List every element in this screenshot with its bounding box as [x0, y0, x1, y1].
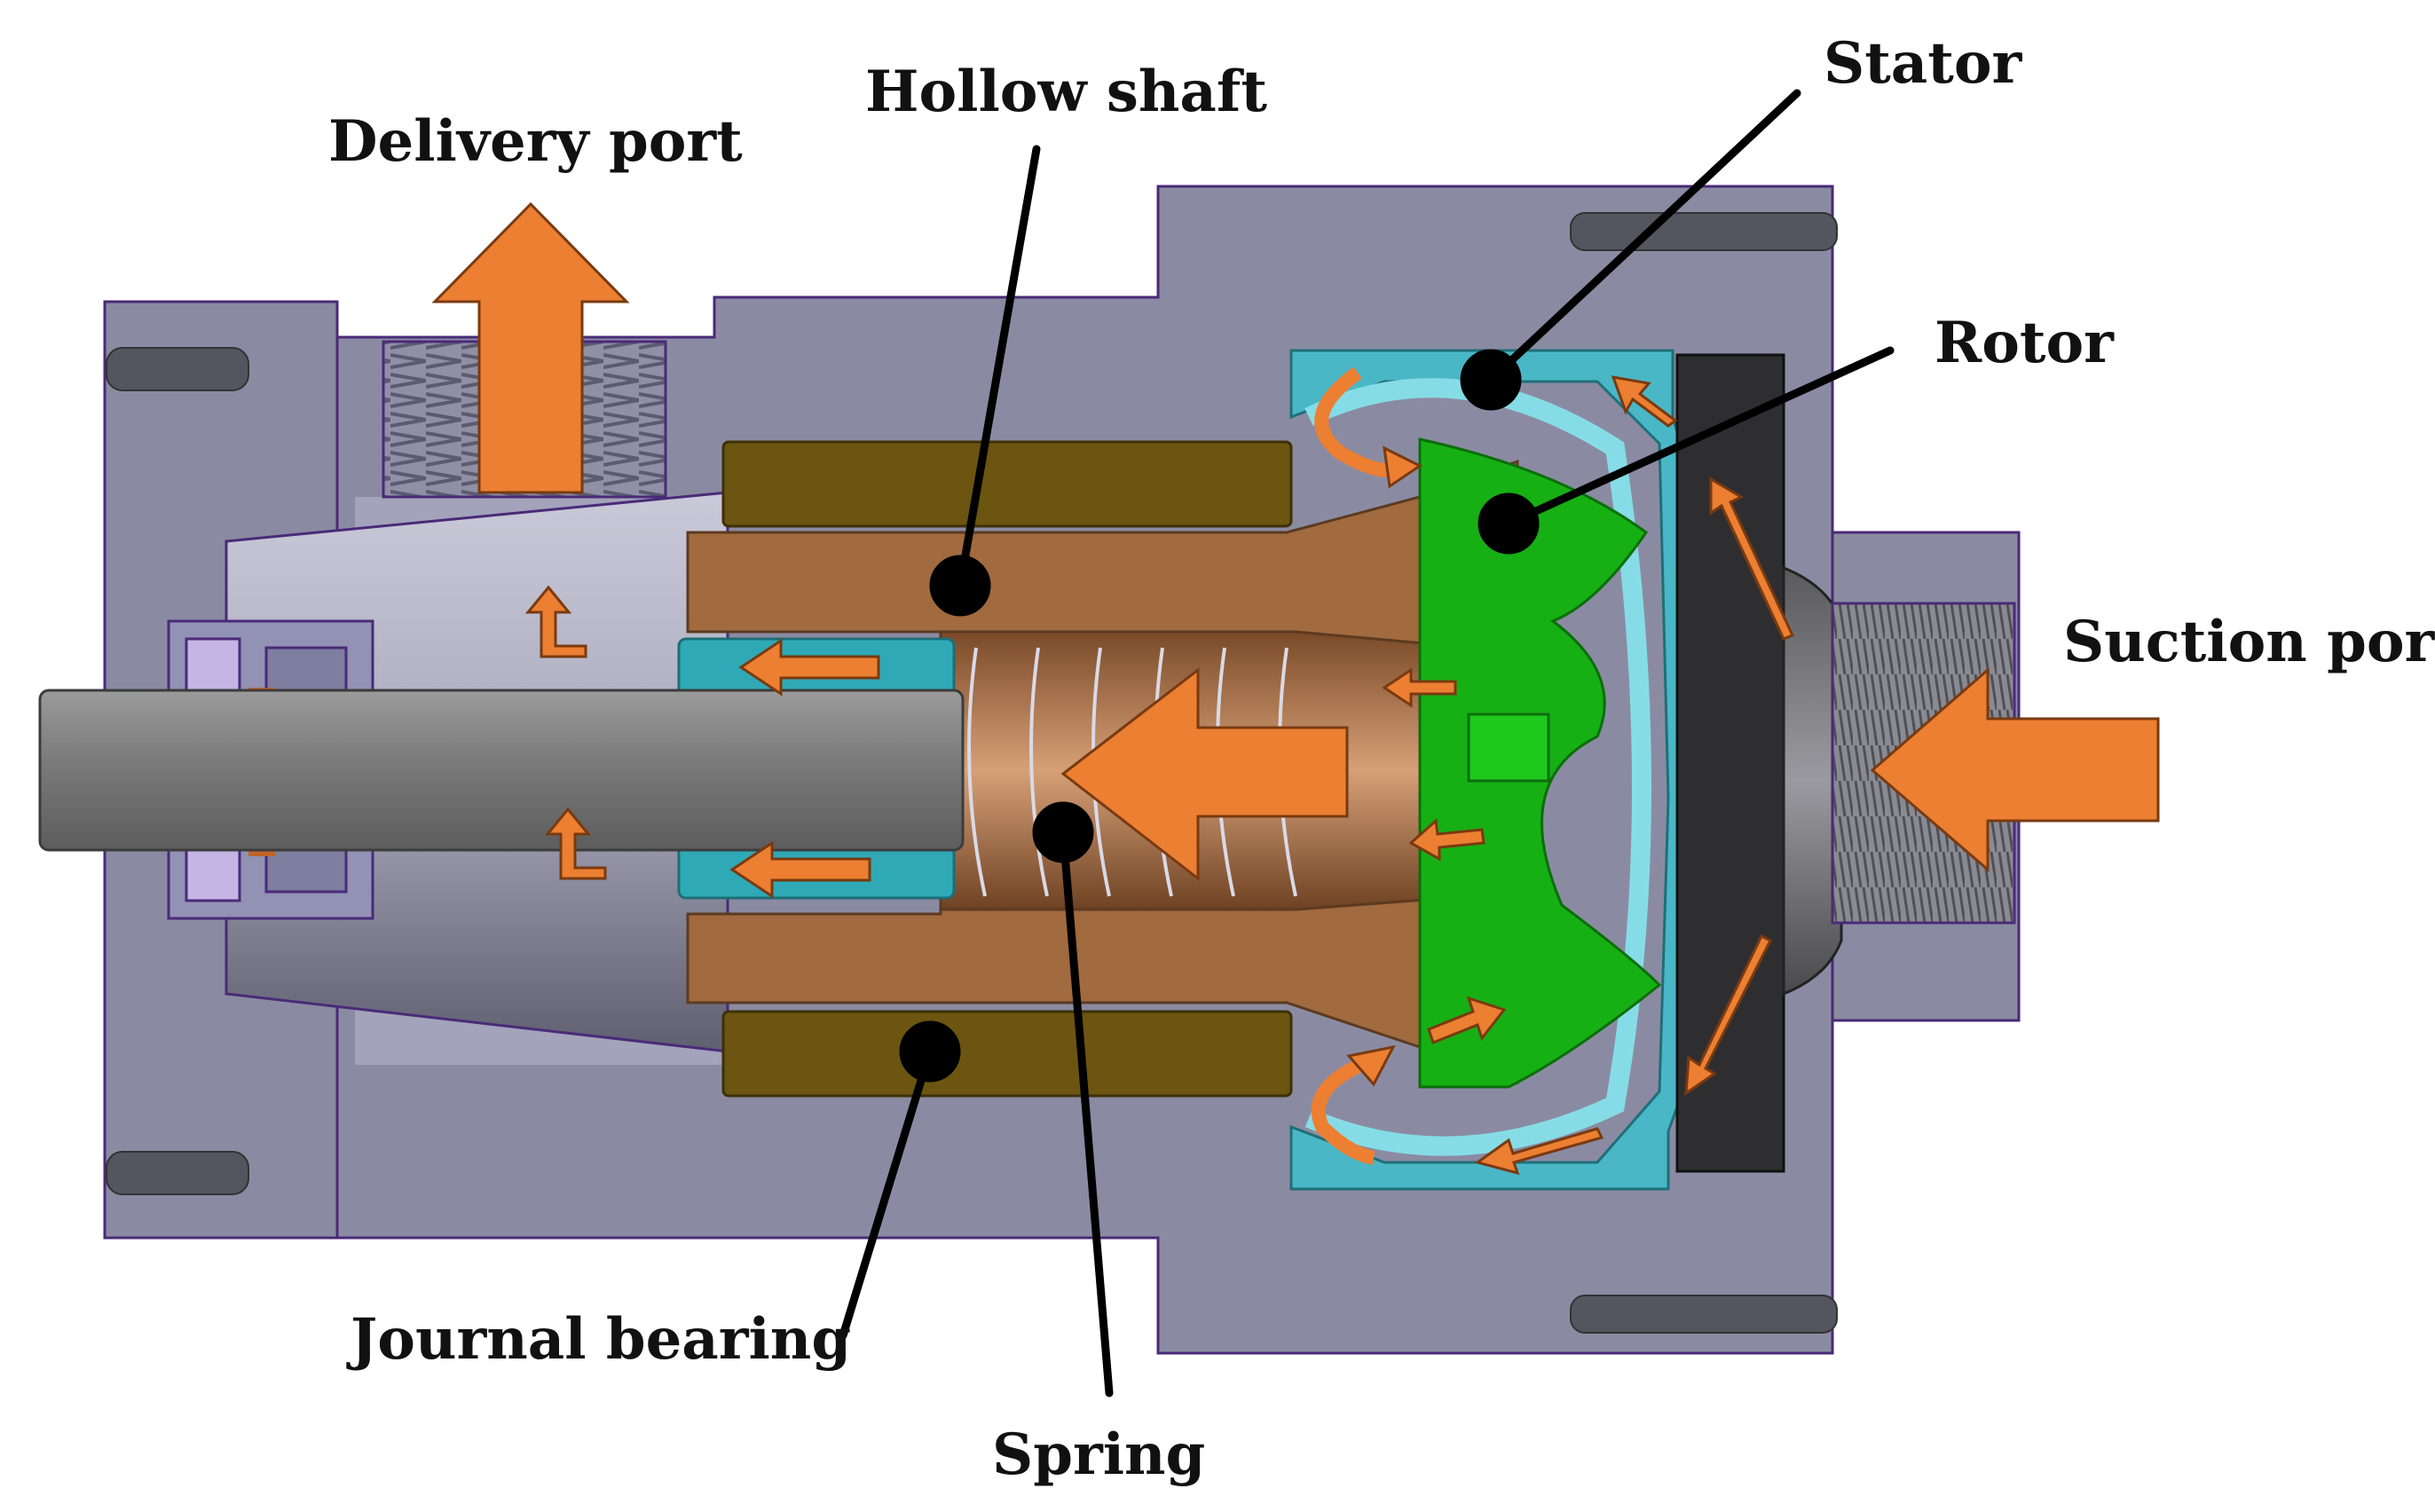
callout-dot-icon	[1032, 801, 1094, 863]
flow-arrow-icon	[738, 638, 880, 697]
flow-arrow-icon	[1474, 1127, 1604, 1176]
flow-arrow-icon	[1383, 445, 1422, 489]
mounting-bolts	[106, 212, 1838, 1334]
flow-arrow-icon	[524, 585, 587, 658]
flow-arrow-icon	[1408, 817, 1485, 862]
flow-arrow-icon	[1346, 1044, 1396, 1087]
flow-arrow-icon	[544, 807, 607, 880]
shaft-seal-left	[167, 619, 374, 920]
flow-arrow-icon	[1684, 933, 1773, 1097]
flow-arrow-icon	[431, 201, 630, 494]
label-suction-port: Suction port	[2063, 609, 2435, 675]
flow-arrow-icon	[1709, 476, 1795, 641]
callout-dot-icon	[929, 555, 991, 617]
label-rotor: Rotor	[1935, 310, 2114, 376]
leader-lines	[839, 89, 1895, 1398]
label-delivery-port: Delivery port	[328, 108, 743, 175]
drive-shaft	[38, 689, 965, 852]
flow-arrow-icon	[1311, 1053, 1375, 1165]
callout-dot-icon	[1478, 492, 1540, 555]
inlet-cone	[1782, 565, 1843, 996]
flow-arrow-icon	[1611, 375, 1678, 428]
flow-arrow-icon	[729, 840, 871, 899]
label-journal-bearing: Journal bearing	[351, 1306, 852, 1373]
flow-arrows	[431, 201, 2160, 1176]
callout-dot-icon	[1460, 349, 1522, 411]
flow-arrow-icon	[1427, 996, 1507, 1044]
flow-arrow-icon	[1060, 666, 1349, 882]
label-hollow-shaft: Hollow shaft	[865, 59, 1267, 125]
inlet-ring	[1675, 353, 1785, 1173]
journal-bearing	[721, 440, 1293, 1098]
flow-arrow-icon	[1870, 666, 2160, 873]
rotor-pin	[1467, 713, 1550, 783]
label-spring: Spring	[992, 1421, 1206, 1488]
flow-arrow-icon	[1382, 667, 1457, 708]
callout-dot-icon	[899, 1020, 961, 1083]
label-stator: Stator	[1824, 30, 2022, 97]
